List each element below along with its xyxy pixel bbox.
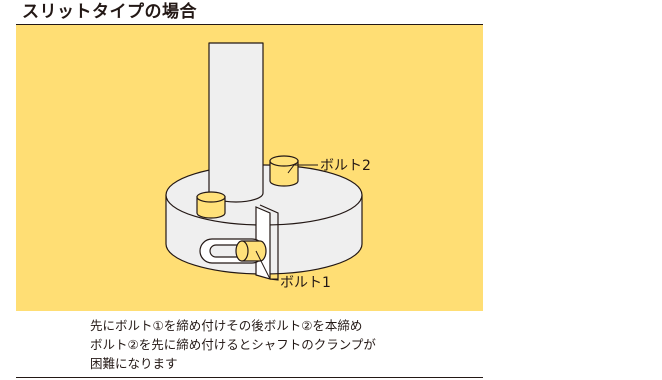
bottom-divider — [16, 377, 483, 378]
shaft — [208, 42, 264, 203]
title-divider — [16, 24, 483, 25]
left-bolt-head — [196, 191, 226, 219]
diagram-panel: ボルト2 ボルト1 — [16, 25, 483, 311]
caption-line-1: 先にボルト①を締め付けその後ボルト②を本締め — [90, 318, 363, 333]
bolt2-label: ボルト2 — [320, 158, 371, 174]
bolt1-label: ボルト1 — [280, 275, 331, 291]
bolt1-head — [235, 240, 267, 262]
leader-lines — [255, 164, 318, 280]
caption-line-2: ボルト②を先に締め付けるとシャフトのクランプが — [90, 337, 376, 352]
bolt2-head — [269, 155, 299, 187]
page-title: スリットタイプの場合 — [22, 2, 197, 22]
collar-diagram: ボルト2 ボルト1 — [165, 42, 371, 291]
caption: 先にボルト①を締め付けその後ボルト②を本締め ボルト②を先に締め付けるとシャフト… — [90, 316, 376, 373]
caption-line-3: 困難になります — [90, 356, 178, 371]
